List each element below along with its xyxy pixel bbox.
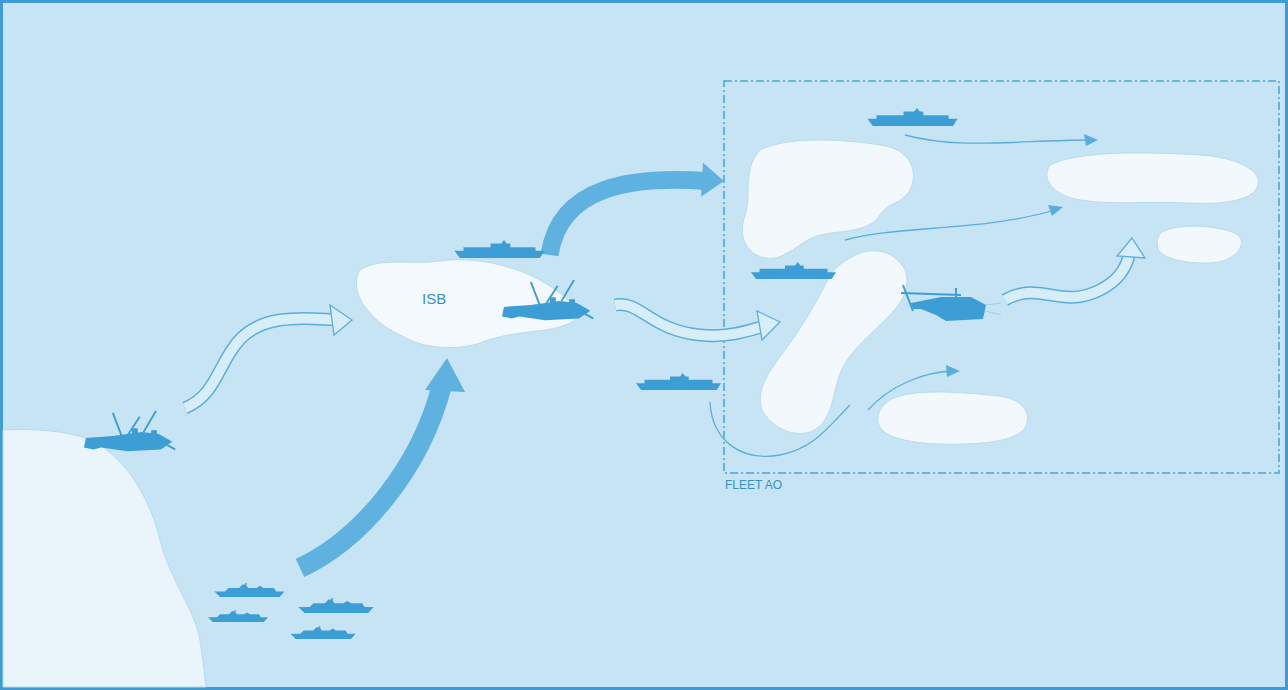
islands <box>742 140 1258 444</box>
ship <box>868 108 958 126</box>
osprey-aircraft <box>502 280 593 320</box>
ship <box>751 262 836 279</box>
thick-arrow <box>300 358 465 568</box>
warship <box>215 580 285 597</box>
island-label: ISB <box>422 290 446 307</box>
warship <box>291 623 356 639</box>
ship <box>636 373 721 390</box>
helicopter <box>901 285 1001 321</box>
warship <box>299 595 374 613</box>
fleet-ao-boundary <box>724 81 1279 473</box>
ship <box>455 240 545 258</box>
coastline <box>3 430 206 687</box>
area-label: FLEET AO <box>725 478 782 492</box>
hollow-arrows <box>185 238 1145 408</box>
movement-arrow <box>550 163 724 255</box>
osprey-aircraft <box>84 411 175 451</box>
warship <box>208 608 268 622</box>
